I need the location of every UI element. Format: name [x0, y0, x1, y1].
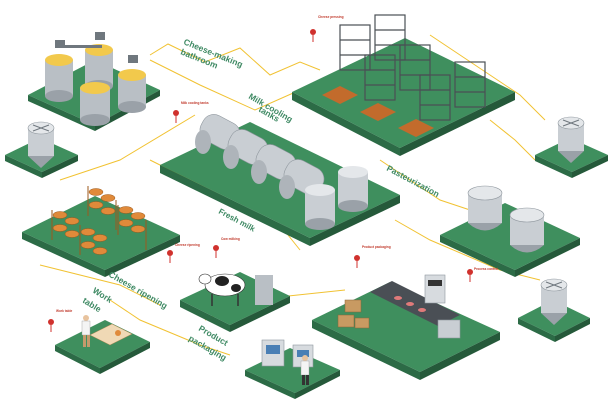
pasteurizer-1 [467, 185, 503, 231]
silo-right-bottom [540, 278, 568, 325]
pin-milk-cooling-label: Milk cooling tanks [181, 101, 209, 105]
cow-milking-station [198, 273, 273, 306]
route-cooling-to-ripening [59, 114, 196, 181]
pins: Cheese pressing Milk cooling tanks Chees… [48, 15, 498, 332]
press-rack-2 [374, 14, 406, 61]
press-rack-6 [454, 61, 486, 108]
pin-cheese-ripening: Cheese ripening [167, 243, 200, 263]
pin-cheese-ripening-label: Cheese ripening [175, 243, 200, 247]
route-cheese-making-to-pressing [149, 43, 321, 76]
silo-right-top [557, 116, 585, 163]
fresh-milk-tank-2 [338, 166, 368, 212]
pin-cow-milking: Cow milking [213, 237, 240, 258]
route-work-table [109, 299, 231, 356]
silo-left [27, 121, 55, 168]
fresh-milk-tank-1 [305, 184, 335, 230]
mixer-motors [55, 32, 138, 63]
vat-1 [45, 54, 73, 102]
platform-milk-cooling [160, 122, 400, 246]
platform-work-table [55, 320, 150, 374]
milk-cooling-tanks [195, 114, 368, 230]
cheese-pressing-racks [339, 14, 486, 121]
cow [198, 273, 246, 306]
packaging-line [337, 274, 461, 339]
pin-work-table: Work table [48, 309, 72, 332]
platform-cheese-pressing [292, 38, 515, 156]
route-pasteurization [379, 159, 471, 211]
cheese-ripening-shelves [51, 186, 147, 255]
platform-process-control [245, 348, 340, 399]
pin-product-packaging: Product packaging [354, 245, 391, 268]
work-table-station [81, 315, 133, 347]
pasteurizer-2 [509, 207, 545, 253]
press-rack-5 [419, 74, 451, 121]
route-pasteurization-right [489, 119, 536, 161]
pin-process-control-label: Process control [474, 267, 498, 271]
pressing-tables [322, 86, 434, 137]
process-control-station [261, 339, 314, 385]
cardboard-boxes [337, 299, 370, 329]
pin-cheese-pressing: Cheese pressing [310, 15, 344, 42]
vat-4 [118, 69, 146, 113]
pin-cow-milking-label: Cow milking [221, 237, 240, 241]
pin-product-packaging-label: Product packaging [362, 245, 391, 249]
cheese-making-vats [45, 32, 146, 126]
route-top-right [429, 34, 546, 121]
press-rack-3 [364, 54, 396, 101]
pasteurization-vessels [467, 185, 545, 253]
worker-control [300, 355, 310, 385]
route-main-spine [149, 59, 301, 111]
pin-work-table-label: Work table [56, 309, 72, 313]
pin-process-control: Process control [467, 267, 498, 282]
pin-milk-cooling: Milk cooling tanks [173, 101, 209, 123]
vat-3 [80, 82, 110, 126]
route-packaging-right [394, 219, 541, 281]
worker-table [81, 315, 91, 347]
pin-cheese-pressing-label: Cheese pressing [318, 15, 344, 19]
route-ripening-to-cow [39, 264, 161, 306]
